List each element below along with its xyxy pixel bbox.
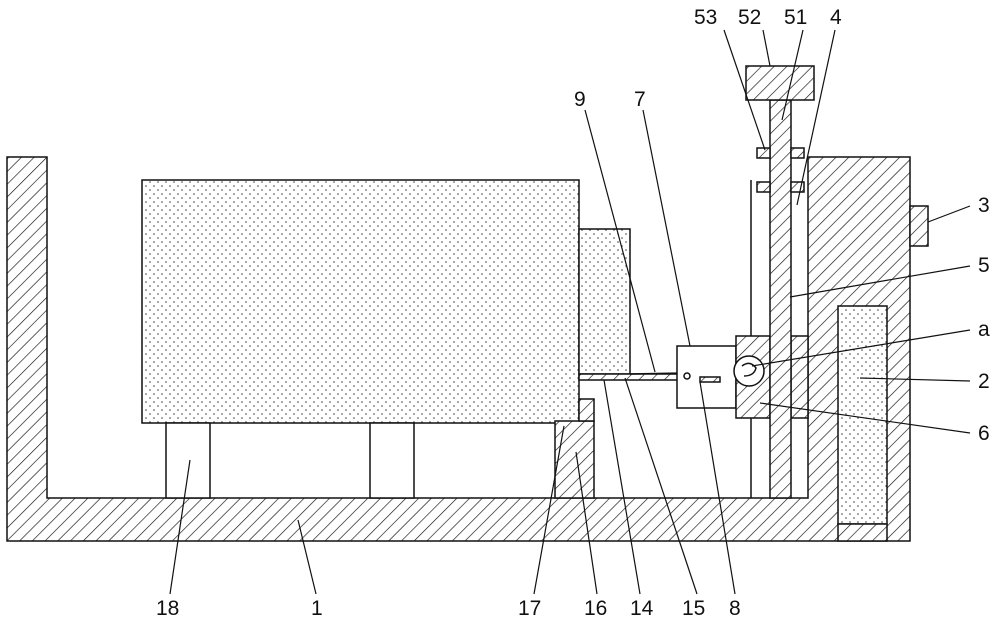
label-15: 15 <box>682 597 705 620</box>
small-dotted-block <box>578 228 631 375</box>
leader-2 <box>859 377 971 382</box>
part-16-support-upper <box>578 398 595 422</box>
leader-8 <box>699 381 736 595</box>
detail-a-hook <box>741 362 757 377</box>
label-18: 18 <box>156 597 179 620</box>
part-53-nut-lower-right <box>790 181 805 193</box>
leader-51 <box>781 29 804 121</box>
leader-15 <box>624 377 698 595</box>
label-4: 4 <box>830 6 842 29</box>
label-7: 7 <box>634 88 646 111</box>
label-8: 8 <box>729 597 741 620</box>
part-5-screw-rod <box>769 99 792 499</box>
label-5: 5 <box>978 254 990 277</box>
label-17: 17 <box>518 597 541 620</box>
leader-17 <box>533 425 565 595</box>
part-14-rod <box>578 373 687 381</box>
leg-middle <box>369 422 415 499</box>
part-53-nut-lower-left <box>756 181 771 193</box>
label-1: 1 <box>311 597 323 620</box>
leader-18 <box>169 459 191 595</box>
leader-52 <box>762 29 771 67</box>
part-8-small-plate <box>699 376 721 383</box>
detail-a-circle <box>733 355 765 387</box>
part-6-slider-right <box>790 335 809 419</box>
label-52: 52 <box>738 6 761 29</box>
label-51: 51 <box>784 6 807 29</box>
label-6: 6 <box>978 422 990 445</box>
leader-7 <box>642 109 691 347</box>
leader-53 <box>723 29 766 151</box>
label-16: 16 <box>584 597 607 620</box>
leader-3 <box>927 205 971 223</box>
part-52-handle <box>745 65 815 101</box>
label-9: 9 <box>574 88 586 111</box>
leader-a <box>751 329 971 367</box>
leader-14 <box>603 379 641 595</box>
part-53-nut-upper-left <box>756 147 771 159</box>
part-3-knob <box>909 205 929 247</box>
leader-9 <box>584 109 656 373</box>
part-53-nut-upper-right <box>790 147 805 159</box>
leader-6 <box>759 402 971 434</box>
part-2-base <box>837 523 888 542</box>
leader-16 <box>575 451 598 595</box>
leader-1 <box>297 519 317 595</box>
label-3: 3 <box>978 194 990 217</box>
leader-5 <box>789 265 971 298</box>
leader-4 <box>796 29 836 206</box>
leg-left <box>165 422 211 499</box>
label-14: 14 <box>630 597 654 620</box>
label-53: 53 <box>694 6 717 29</box>
large-dotted-block <box>141 179 580 424</box>
part-8-pin <box>683 372 691 380</box>
label-2: 2 <box>978 370 990 393</box>
part-16-support <box>554 420 595 499</box>
label-a: a <box>978 318 990 341</box>
